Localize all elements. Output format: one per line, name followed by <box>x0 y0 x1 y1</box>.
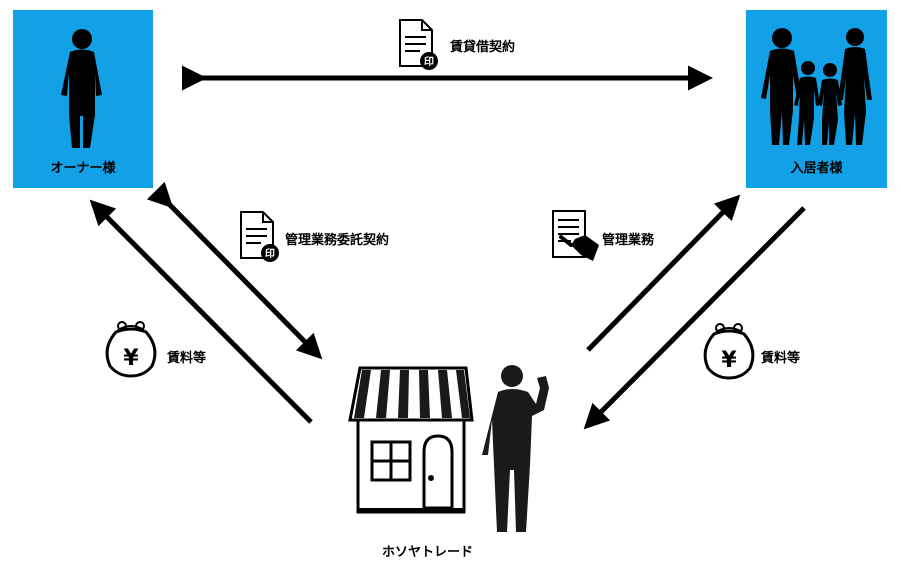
rent-owner-label: 賃料等 <box>167 351 207 366</box>
svg-text:¥: ¥ <box>123 346 139 371</box>
management-contract-label: 管理業務委託契約 <box>285 233 390 248</box>
shop-building-icon <box>348 366 474 514</box>
person-raised-fist-icon <box>482 365 549 532</box>
yen-purse-icon: ¥ <box>703 323 755 380</box>
lease-label: 賃貸借契約 <box>450 40 516 55</box>
yen-purse-icon: ¥ <box>105 321 157 378</box>
rent-tenant-label: 賃料等 <box>761 351 801 366</box>
owner-label: オーナー様 <box>50 161 116 176</box>
family-silhouette-icon <box>761 28 872 145</box>
person-silhouette-icon <box>61 29 102 148</box>
company-label: ホソヤトレード <box>382 545 474 560</box>
arrow-rent-from-tenant <box>583 206 806 430</box>
arrow-management-contract <box>146 181 323 360</box>
arrow-management-work <box>586 194 741 352</box>
svg-text:印: 印 <box>265 248 275 260</box>
stamped-document-icon: 印 <box>240 211 279 262</box>
stamped-document-icon: 印 <box>399 19 438 70</box>
tenant-label: 入居者様 <box>790 161 843 176</box>
management-work-label: 管理業務 <box>602 233 655 248</box>
document-pointing-hand-icon <box>552 210 599 261</box>
svg-text:¥: ¥ <box>721 348 737 373</box>
svg-text:印: 印 <box>424 56 434 68</box>
arrow-rent-to-owner <box>89 199 313 424</box>
